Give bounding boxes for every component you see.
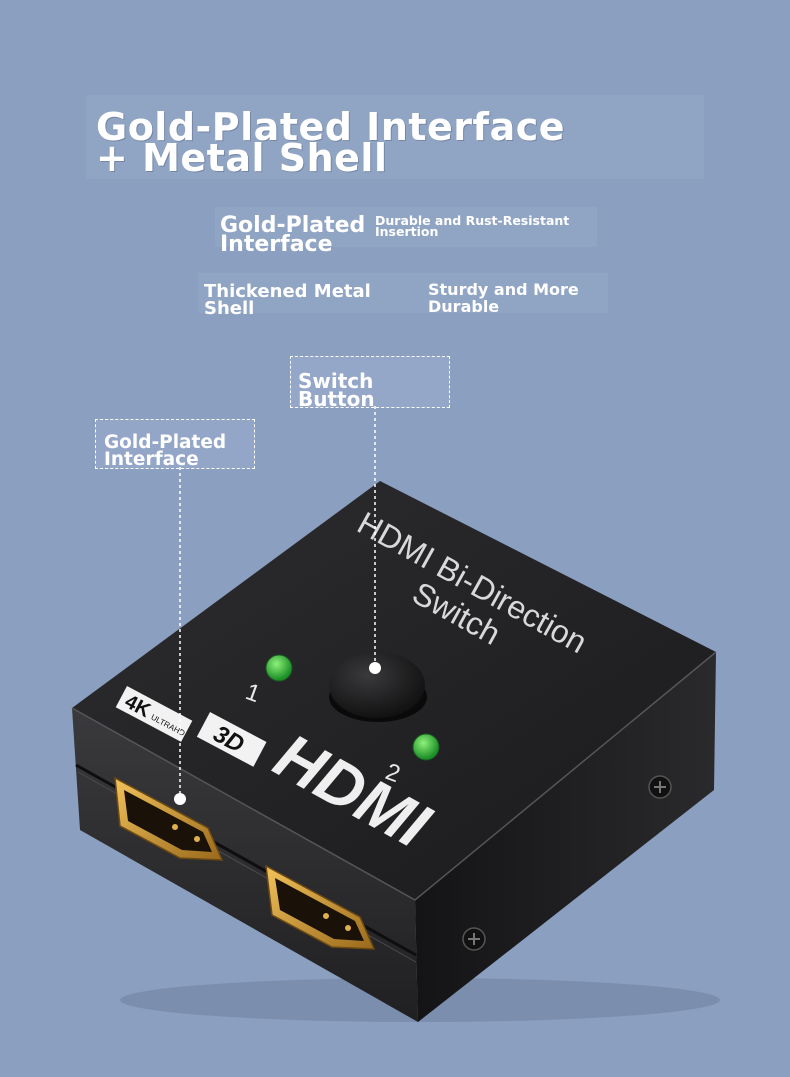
feature-band-2: [198, 273, 608, 313]
feature-2-benefit: Sturdy and More Durable: [428, 280, 579, 316]
feature-1-benefit: Durable and Rust-Resistant Insertion: [375, 213, 570, 239]
screw-icon: [648, 775, 672, 799]
led-2-icon: [412, 733, 440, 761]
feature-2-name: Thickened Metal Shell: [204, 281, 371, 319]
headline: Gold-Plated Interface + Metal Shell: [96, 105, 566, 180]
device-side-face: [415, 652, 716, 1022]
switch-button-callout-box: [290, 356, 450, 408]
port-callout-label: Gold-Plated Interface: [104, 432, 227, 470]
switch-button[interactable]: [329, 652, 427, 722]
hdmi-port-1[interactable]: [114, 776, 224, 861]
hdmi-port-2[interactable]: [265, 864, 376, 950]
feature-1-name: Gold-Plated Interface: [220, 213, 366, 257]
port-leader-dot: [174, 793, 186, 805]
feature-band-1: [215, 207, 597, 247]
port-callout-box: [95, 419, 255, 469]
led-1-icon: [265, 654, 293, 682]
switch-button-leader-dot: [369, 662, 381, 674]
headline-band: [86, 95, 704, 179]
screw-icon: [462, 927, 486, 951]
switch-button-callout-label: Switch Button: [298, 369, 375, 411]
